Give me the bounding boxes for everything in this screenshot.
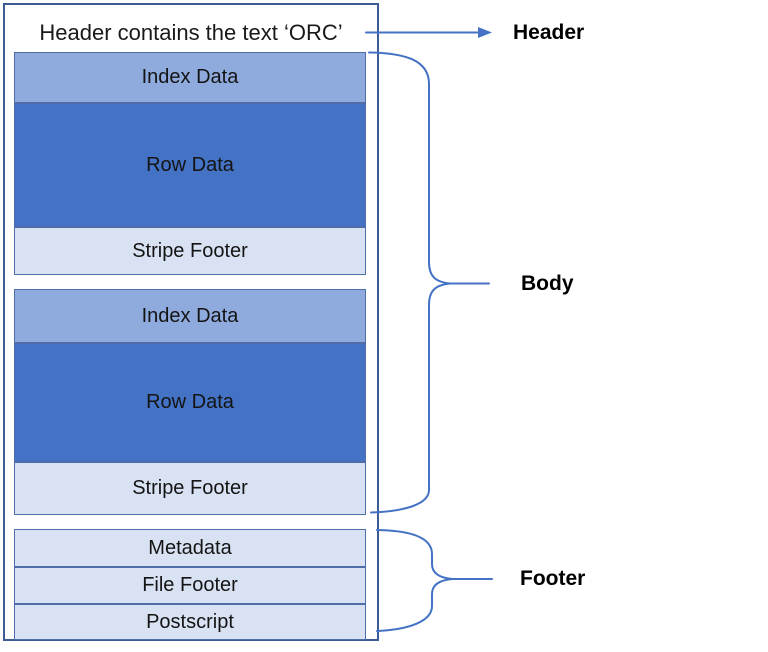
label-body: Body	[521, 272, 574, 295]
postscript-section: Postscript	[14, 604, 366, 640]
stripe1-index-data: Index Data	[14, 52, 366, 103]
file-footer-section: File Footer	[14, 567, 366, 604]
stripe2-stripe-footer: Stripe Footer	[14, 462, 366, 515]
header-arrowhead-icon	[478, 27, 492, 38]
footer-brace-upper	[376, 529, 493, 580]
label-header: Header	[513, 21, 585, 44]
file-header-text: Header contains the text ‘ORC’	[39, 20, 343, 45]
body-brace-upper	[368, 51, 490, 285]
footer-brace-lower	[376, 578, 454, 632]
stripe2-row-data: Row Data	[14, 343, 366, 462]
body-brace-lower	[370, 282, 451, 514]
stripe2-index-data: Index Data	[14, 289, 366, 343]
label-footer: Footer	[520, 567, 586, 590]
stripe1-row-data: Row Data	[14, 103, 366, 227]
stripe1-stripe-footer: Stripe Footer	[14, 227, 366, 275]
metadata-section: Metadata	[14, 529, 366, 567]
